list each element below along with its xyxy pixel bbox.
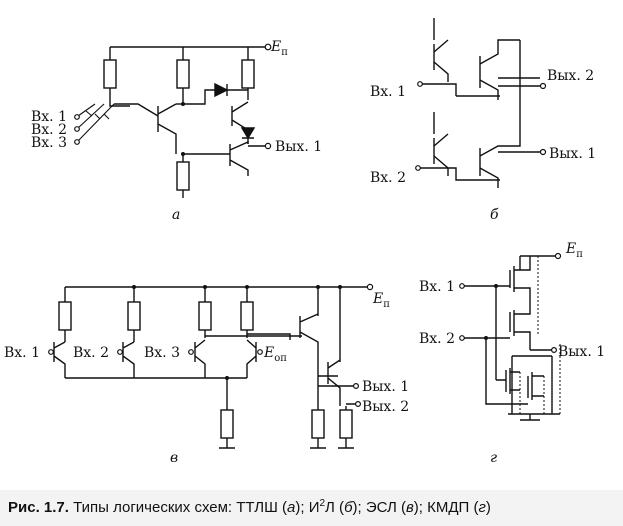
caption-a: а <box>287 499 296 516</box>
panel-v-reference-label: Eоп <box>263 345 287 364</box>
panel-g-input-2: Вх. 2 <box>419 331 455 347</box>
panel-a-letter: а <box>172 207 180 223</box>
caption-b: б <box>344 499 353 516</box>
panel-a-input-1: Вх. 1 <box>31 109 67 125</box>
figure-caption: Рис. 1.7. Типы логических схем: ТТЛШ (а)… <box>8 498 491 516</box>
panel-v-ecl-schematic: Eп Вх. 1 Вх. 2 Вх. 3 Eоп Вых. 1 Вых. 2 в <box>4 283 409 466</box>
panel-b-output-1: Вых. 1 <box>549 146 596 162</box>
panel-b-input-1: Вх. 1 <box>370 84 406 100</box>
panel-g-cmos-schematic: Eп Вх. 1 Вх. 2 Вых. 1 г <box>419 241 605 466</box>
panel-a-ttl-schematic: Eп Вх. 1 Вх. 2 Вх. 3 Вых. 1 а <box>31 39 322 223</box>
panel-a-supply-label: Eп <box>270 39 288 58</box>
caption-sep-3: ); ЭСЛ ( <box>352 499 406 516</box>
panel-v-output-1: Вых. 1 <box>362 379 409 395</box>
panel-v-supply-label: Eп <box>372 291 390 310</box>
caption-g: г <box>478 499 486 516</box>
caption-sep-4: ); КМДП ( <box>413 499 479 516</box>
panel-v-letter: в <box>170 450 178 466</box>
panel-b-i2l-schematic: Вх. 1 Вх. 2 Вых. 2 Вых. 1 б <box>370 18 596 223</box>
panel-g-output-1: Вых. 1 <box>558 344 605 360</box>
panel-a-input-2: Вх. 2 <box>31 122 67 138</box>
panel-v-input-3: Вх. 3 <box>144 345 180 361</box>
caption-sep-2: Л ( <box>325 499 345 516</box>
caption-sep-1: ); И <box>295 499 320 516</box>
panel-b-output-2: Вых. 2 <box>547 68 594 84</box>
panel-g-supply-label: Eп <box>565 241 583 260</box>
panel-b-input-2: Вх. 2 <box>370 170 406 186</box>
panel-g-letter: г <box>490 450 497 466</box>
panel-v-input-2: Вх. 2 <box>73 345 109 361</box>
caption-end: ) <box>485 499 491 516</box>
panel-v-input-1: Вх. 1 <box>4 345 40 361</box>
caption-text-1: Типы логических схем: ТТЛШ ( <box>73 499 288 516</box>
panel-v-output-2: Вых. 2 <box>362 399 409 415</box>
panel-b-letter: б <box>490 207 499 223</box>
logic-circuits-figure: Eп Вх. 1 Вх. 2 Вх. 3 Вых. 1 а Вх. 1 Вх. … <box>4 18 605 466</box>
caption-sup: 2 <box>319 498 326 509</box>
caption-figure-number: Рис. 1.7. <box>8 499 69 516</box>
panel-a-input-3: Вх. 3 <box>31 135 67 151</box>
panel-g-input-1: Вх. 1 <box>419 279 455 295</box>
figure-caption-bar: Рис. 1.7. Типы логических схем: ТТЛШ (а)… <box>0 490 623 526</box>
panel-a-output-1: Вых. 1 <box>275 139 322 155</box>
caption-v: в <box>405 499 414 516</box>
